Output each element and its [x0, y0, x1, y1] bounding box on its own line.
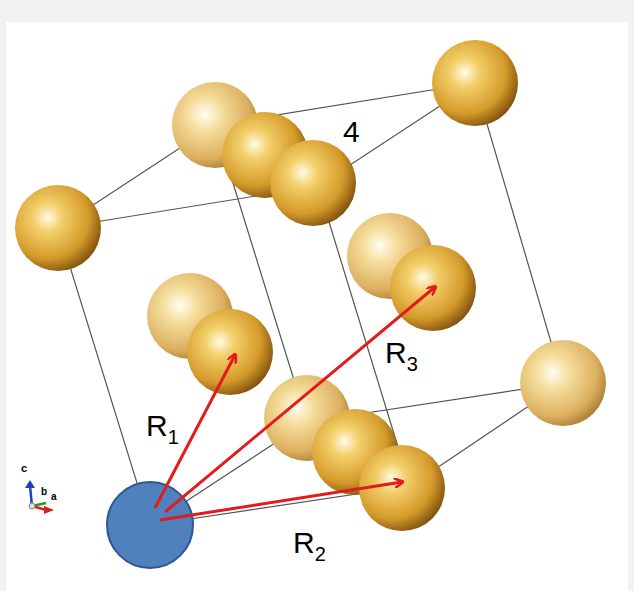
vector-subscript: 2 — [315, 543, 326, 565]
label-holder: R2 — [293, 528, 326, 558]
atoms — [15, 40, 606, 531]
label-holder: 4 — [343, 117, 360, 147]
label-holder: a — [51, 492, 57, 502]
vector-subscript: 1 — [168, 426, 179, 448]
axis-label: b — [41, 486, 47, 497]
image-panel — [6, 22, 628, 591]
label-holder: R1 — [146, 411, 179, 441]
vector-label: R — [146, 409, 168, 442]
unit-cell-edges — [58, 83, 563, 525]
vector-label: R — [385, 336, 407, 369]
vector-subscript: 3 — [407, 353, 418, 375]
axis-label: a — [51, 491, 57, 502]
distance-vectors — [155, 287, 435, 520]
origin-atom — [107, 482, 193, 568]
vector-label: R — [293, 526, 315, 559]
label-holder: b — [41, 487, 47, 497]
label-holder: c — [21, 463, 27, 474]
label-holder: R3 — [385, 338, 418, 368]
axis-label: c — [21, 462, 27, 474]
axis-triad — [25, 480, 54, 514]
callout-number: 4 — [343, 115, 360, 148]
